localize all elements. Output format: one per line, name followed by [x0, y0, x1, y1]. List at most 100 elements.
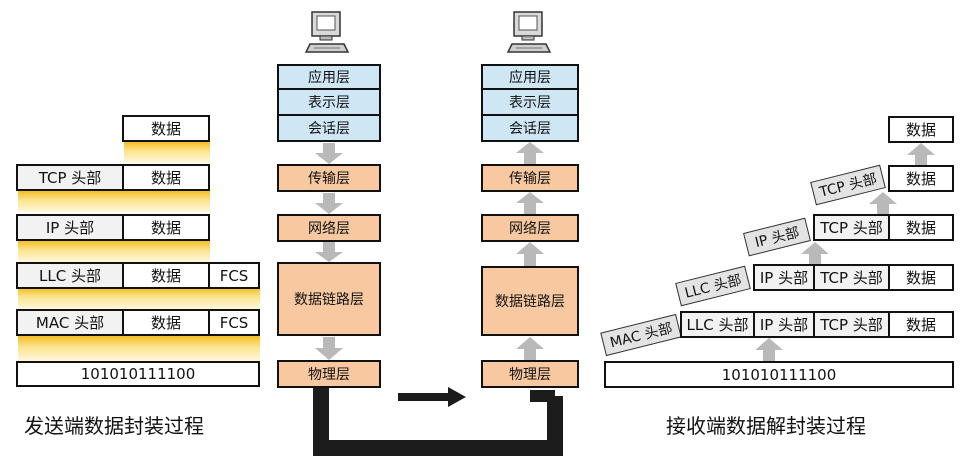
llc-frame: IP 头部 TCP 头部 数据 — [753, 264, 954, 291]
data-label: 数据 — [905, 269, 936, 287]
layer-label: 表示层 — [509, 95, 551, 111]
llc-header-label: LLC 头部 — [686, 316, 749, 334]
bit-stream-label: 101010111100 — [80, 365, 196, 383]
down-arrow — [315, 193, 343, 214]
ip-header-cell: IP 头部 — [753, 264, 815, 291]
bit-stream: 101010111100 — [16, 361, 260, 387]
tcp-header-cell: TCP 头部 — [16, 164, 124, 191]
ip-packet: IP 头部 数据 — [16, 214, 210, 241]
up-arrow — [907, 143, 935, 165]
data-label: 数据 — [150, 169, 181, 187]
computer-icon — [304, 11, 350, 53]
layer-label: 数据链路层 — [294, 292, 364, 308]
ip-header-label: IP 头部 — [759, 316, 809, 334]
mac-frame: MAC 头部 数据 FCS — [16, 309, 260, 336]
tcp-header-label: TCP 头部 — [820, 316, 883, 334]
fcs-label: FCS — [219, 313, 249, 332]
data-label: 数据 — [150, 314, 181, 332]
receiver-network-layer: 网络层 — [481, 214, 579, 242]
sender-application-layer: 应用层 — [277, 64, 381, 90]
data-label: 数据 — [905, 316, 936, 334]
data-cell: 数据 — [888, 264, 954, 291]
fcs-cell: FCS — [208, 309, 260, 336]
tcp-header-label: TCP 头部 — [38, 169, 102, 187]
layer-label: 应用层 — [308, 70, 350, 86]
data-segment: 数据 — [888, 116, 954, 143]
data-cell: 数据 — [122, 309, 210, 336]
glow-band — [18, 335, 260, 361]
receiver-presentation-layer: 表示层 — [481, 88, 579, 116]
data-cell: 数据 — [888, 311, 954, 338]
tcp-header-cell: TCP 头部 — [813, 214, 890, 241]
sender-network-layer: 网络层 — [277, 214, 381, 242]
receiver-session-layer: 会话层 — [481, 114, 579, 142]
tcp-header-cell: TCP 头部 — [813, 264, 890, 291]
data-cell: 数据 — [888, 214, 954, 241]
layer-label: 应用层 — [509, 70, 551, 86]
data-label: 数据 — [150, 267, 181, 285]
up-arrow — [801, 242, 829, 264]
ip-header-label: IP 头部 — [759, 269, 809, 287]
sender-physical-layer: 物理层 — [277, 360, 381, 388]
up-arrow — [755, 338, 783, 361]
down-arrow — [315, 143, 343, 164]
receiver-application-layer: 应用层 — [481, 64, 579, 90]
layer-label: 物理层 — [308, 367, 350, 383]
data-label: 数据 — [905, 219, 936, 237]
layer-label: 数据链路层 — [495, 294, 565, 310]
tcp-header-label: TCP 头部 — [820, 269, 883, 287]
bit-stream-label: 101010111100 — [721, 365, 837, 384]
decapsulation-caption: 接收端数据解封装过程 — [666, 414, 866, 438]
glow-band — [124, 141, 210, 163]
encapsulation-caption: 发送端数据封装过程 — [24, 414, 204, 438]
fcs-label: FCS — [219, 266, 249, 285]
transmission-cable — [313, 388, 563, 456]
down-arrow — [315, 242, 343, 262]
receiver-physical-layer: 物理层 — [481, 360, 579, 388]
up-arrow — [516, 242, 544, 266]
sender-datalink-layer: 数据链路层 — [277, 262, 381, 336]
llc-header-cell: LLC 头部 — [16, 262, 124, 289]
data-segment: 数据 — [122, 115, 210, 142]
layer-label: 传输层 — [509, 171, 551, 187]
glow-band — [18, 240, 210, 262]
up-arrows-receiver — [516, 142, 544, 360]
data-cell: 数据 — [122, 262, 210, 289]
layer-label: 网络层 — [308, 221, 350, 237]
tcp-segment: TCP 头部 数据 — [16, 164, 210, 191]
fcs-cell: FCS — [208, 262, 260, 289]
llc-header-label: LLC 头部 — [39, 267, 101, 285]
down-arrows-sender — [315, 143, 343, 360]
glow-band — [18, 190, 210, 212]
data-label: 数据 — [905, 170, 936, 188]
data-label: 数据 — [150, 219, 181, 237]
ip-header-label: IP 头部 — [45, 219, 95, 237]
glow-band — [18, 287, 260, 309]
ip-header-cell: IP 头部 — [753, 311, 815, 338]
up-arrow — [516, 142, 544, 164]
layer-label: 表示层 — [308, 95, 350, 111]
up-arrow — [516, 337, 544, 360]
sender-session-layer: 会话层 — [277, 114, 381, 142]
ip-packet: TCP 头部 数据 — [813, 214, 954, 241]
receiver-transport-layer: 传输层 — [481, 164, 579, 192]
data-segment: 数据 — [888, 165, 954, 192]
mac-frame: LLC 头部 IP 头部 TCP 头部 数据 — [680, 311, 954, 338]
tcp-header-label: TCP 头部 — [820, 219, 883, 237]
data-cell: 数据 — [122, 214, 210, 241]
data-cell: 数据 — [122, 164, 210, 191]
up-arrow — [869, 192, 897, 214]
data-label: 数据 — [905, 121, 936, 139]
receiver-datalink-layer: 数据链路层 — [481, 266, 579, 336]
up-arrows-decap — [755, 143, 935, 361]
llc-frame: LLC 头部 数据 FCS — [16, 262, 260, 289]
mac-header-label: MAC 头部 — [35, 314, 105, 332]
llc-header-cell: LLC 头部 — [680, 311, 755, 338]
layer-label: 会话层 — [509, 121, 551, 137]
up-arrow — [516, 192, 544, 214]
ip-header-cell: IP 头部 — [16, 214, 124, 241]
computer-icon — [506, 11, 552, 53]
right-arrow-icon — [398, 387, 466, 407]
layer-label: 物理层 — [509, 367, 551, 383]
